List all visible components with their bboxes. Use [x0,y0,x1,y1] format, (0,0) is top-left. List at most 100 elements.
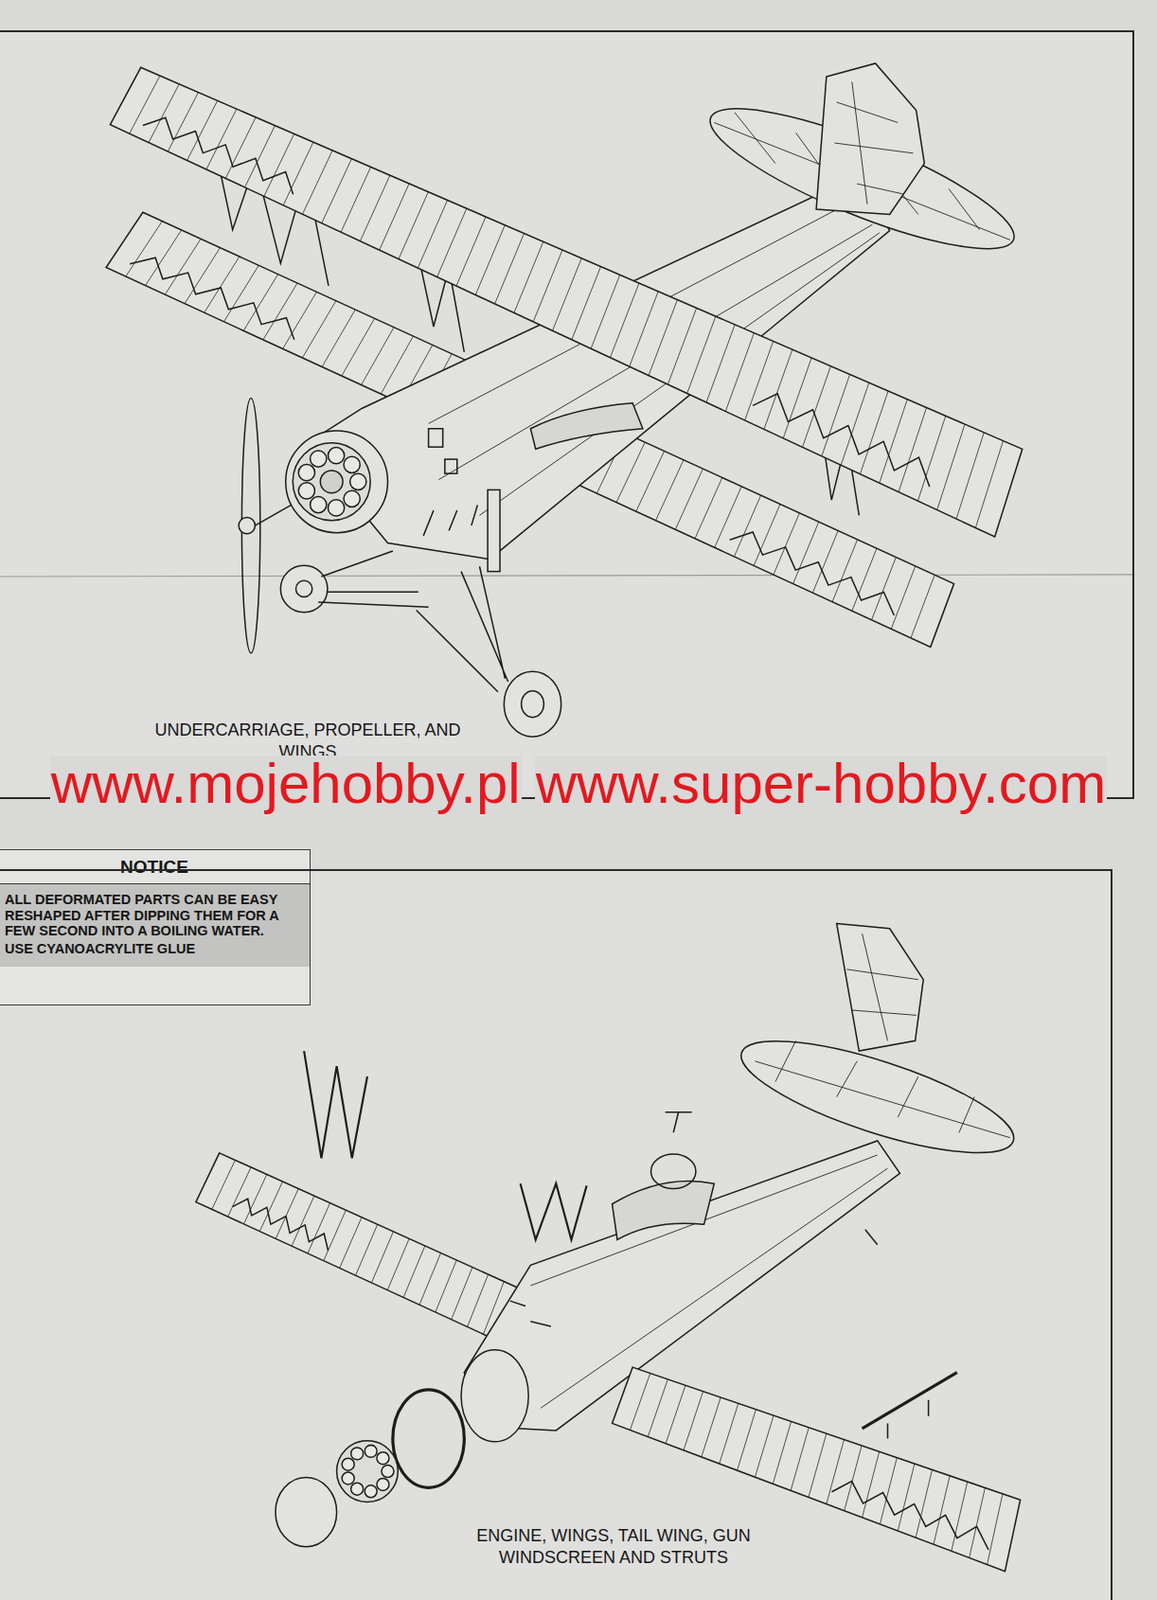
panel-ground [0,30,1135,799]
wing-rib [451,1267,473,1320]
cowling [461,1350,529,1442]
engine-cylinder [381,1465,394,1478]
wing-rib [609,283,640,358]
wing-rib [862,1451,880,1518]
engine-cylinder [310,496,327,513]
gear-leg [318,551,428,607]
engine-and-gear [238,397,562,737]
wing-rib [701,1397,721,1458]
wing-rib [371,1231,393,1283]
wing-rib [206,108,237,170]
wing-rib [694,477,723,538]
exhaust [530,403,643,449]
cockpit [612,1180,715,1240]
wing-rib [283,142,314,206]
engine-cylinder [376,1452,390,1465]
tail-fin [836,923,925,1051]
engine-cylinder [376,1477,390,1491]
wing-rib [772,1421,791,1484]
wing-rib [764,349,793,429]
wing-rib [951,1481,968,1551]
gear-leg [416,566,509,693]
wheel [280,565,328,613]
wing-rib [737,1409,757,1471]
wing-strut [303,1050,368,1158]
wing-rib [302,301,336,358]
wing-rib [323,1210,346,1261]
wing-rib [852,548,877,611]
fin-rib [846,933,918,1041]
engine-cylinder [327,499,344,517]
wing-rib [832,539,857,603]
engine-cylinder [351,1482,364,1496]
notice-body: ALL DEFORMATED PARTS CAN BE EASY RESHAPE… [0,884,310,967]
engine-cylinder [327,447,344,464]
wing-rib [897,1463,915,1531]
aileron-zigzag [129,257,295,339]
fin-rib [834,81,913,204]
engine-cylinder [343,456,360,473]
wing-rib [291,1195,315,1246]
wing-rib [475,225,505,296]
propeller-hub [238,517,255,534]
wing-rib [898,407,926,492]
wing-rib [656,460,684,521]
wing-rib [495,233,525,304]
wing-rib [969,1487,986,1558]
wing-rib [204,256,240,313]
wing-rib [590,274,621,349]
step-caption: ENGINE, WINGS, TAIL WING, GUN WINDSCREEN… [433,1525,794,1570]
wing-rib [263,283,298,340]
wing-rib [821,373,851,456]
wing-rib [687,316,716,393]
gun [665,1112,693,1134]
engine-cylinder [350,473,367,490]
wing-rib [753,503,781,566]
wing-rib [719,1403,739,1464]
wing-rib [629,1373,650,1431]
aileron-zigzag [752,393,930,487]
wing-rib [725,333,754,412]
wing-rib [356,1224,378,1276]
watermark: www.super-hobby.com [534,755,1107,813]
wing-rib [773,513,800,575]
wing-rib [379,183,410,250]
wing-rib [223,265,259,321]
wing-rib [706,324,735,403]
wing-rib [437,208,467,277]
shock-strut [487,489,500,571]
watermark-row: www.mojehobby.plwww.super-hobby.com [0,755,1157,813]
windscreen [651,1154,696,1190]
aileron-zigzag [142,117,294,195]
engine-cylinder [341,1472,355,1485]
engine-cylinder [310,450,327,467]
window [428,428,444,447]
leader-line [254,505,291,527]
engine-drum [275,1477,338,1548]
wheel-hub [296,580,313,597]
wing-rib [915,1469,932,1538]
wing-rib [667,307,696,385]
wing-rib [514,241,544,313]
wing-rib [808,1433,827,1497]
wing-rib [341,318,375,376]
engine-hub [320,470,343,494]
engine-cylinder [341,1458,355,1471]
wing-rib [933,1476,950,1545]
wing-rib [359,175,390,241]
engine-cylinder [364,1485,377,1498]
aileron-zigzag [232,1198,329,1251]
wing-rib [340,166,371,232]
wing-rib [419,1252,442,1305]
wing-rib [636,450,665,512]
wing-rib [714,486,742,549]
wing-rib [826,1440,845,1505]
wing-rib [937,424,965,511]
wing-rib [917,415,945,501]
wing-rib [225,117,256,179]
wing-rib [648,300,677,376]
aileron-zigzag [831,1481,989,1550]
wing-rib [802,366,832,448]
engine [292,443,371,521]
wing-rib [745,340,774,421]
